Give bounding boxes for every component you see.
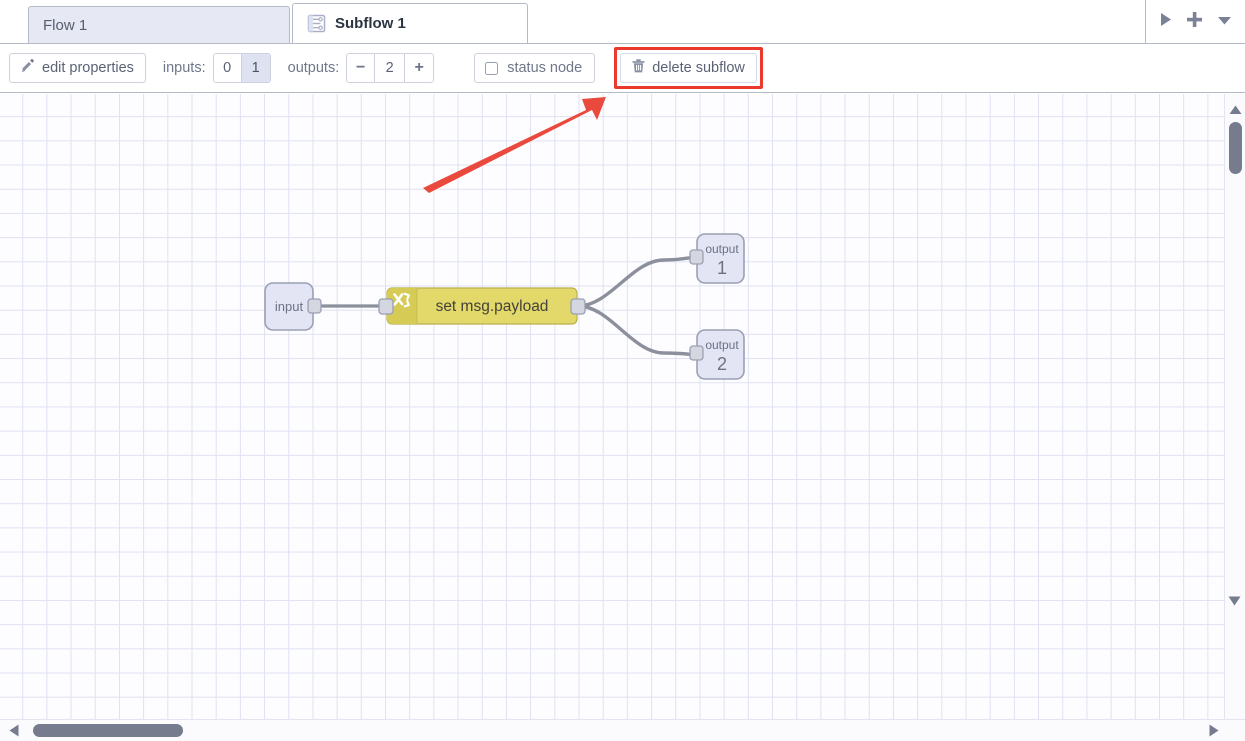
node-change-label: set msg.payload bbox=[436, 298, 549, 315]
tab-bar-filler bbox=[530, 3, 1143, 43]
triangle-down-icon[interactable] bbox=[1228, 593, 1241, 611]
trash-icon bbox=[632, 59, 645, 77]
node-change[interactable]: set msg.payload bbox=[378, 287, 586, 325]
inputs-option-0[interactable]: 0 bbox=[213, 54, 242, 82]
port-output-input-node[interactable] bbox=[307, 298, 322, 314]
link-change-to-output1[interactable] bbox=[576, 255, 699, 308]
swap-arrows-icon bbox=[393, 292, 410, 308]
add-tab-icon[interactable] bbox=[1186, 11, 1203, 33]
delete-subflow-button[interactable]: delete subflow bbox=[620, 53, 757, 83]
subflow-icon bbox=[307, 14, 326, 33]
port-input-output2[interactable] bbox=[689, 345, 704, 361]
horizontal-scrollbar-thumb[interactable] bbox=[33, 724, 183, 737]
chevron-down-icon[interactable] bbox=[1217, 13, 1232, 31]
port-input-change-node[interactable] bbox=[378, 298, 394, 315]
port-output-change-node[interactable] bbox=[570, 298, 586, 315]
tabs-area: Flow 1 Subflow 1 bbox=[0, 0, 1145, 43]
outputs-stepper[interactable]: − 2 + bbox=[346, 53, 435, 83]
tab-bar: Flow 1 Subflow 1 bbox=[0, 0, 1245, 44]
subflow-toolbar: edit properties inputs: 0 1 outputs: − 2… bbox=[0, 44, 1245, 93]
link-change-to-output2[interactable] bbox=[576, 304, 699, 357]
status-node-label: status node bbox=[507, 60, 583, 76]
outputs-label: outputs: bbox=[287, 60, 340, 76]
inputs-option-1[interactable]: 1 bbox=[241, 54, 270, 82]
pencil-icon bbox=[21, 58, 35, 77]
tab-flow-1[interactable]: Flow 1 bbox=[28, 6, 290, 43]
tab-bar-tools bbox=[1145, 0, 1245, 43]
node-subflow-output-2[interactable]: output 2 bbox=[689, 329, 745, 380]
node-subflow-output-1[interactable]: output 1 bbox=[689, 233, 745, 284]
tab-flow-1-label: Flow 1 bbox=[43, 16, 88, 34]
port-input-output1[interactable] bbox=[689, 249, 704, 265]
node-subflow-input[interactable]: input bbox=[264, 282, 322, 331]
node-links bbox=[311, 255, 699, 357]
outputs-increment-button[interactable]: + bbox=[405, 54, 434, 82]
minus-icon: − bbox=[356, 59, 366, 76]
canvas-svg: input set msg.payload outp bbox=[264, 97, 745, 380]
status-node-checkbox[interactable] bbox=[485, 61, 499, 75]
annotation-arrow-icon bbox=[423, 97, 606, 193]
vertical-scrollbar-thumb[interactable] bbox=[1229, 122, 1242, 174]
inputs-label: inputs: bbox=[162, 60, 206, 76]
edit-properties-button[interactable]: edit properties bbox=[9, 53, 146, 83]
vertical-scrollbar[interactable] bbox=[1224, 94, 1245, 719]
outputs-value: 2 bbox=[375, 54, 406, 82]
node-output-2-number: 2 bbox=[717, 354, 727, 374]
flow-canvas[interactable]: input set msg.payload outp bbox=[0, 94, 1224, 719]
triangle-up-icon[interactable] bbox=[1229, 102, 1242, 120]
plus-icon: + bbox=[414, 59, 424, 76]
triangle-right-icon[interactable] bbox=[1209, 724, 1219, 741]
tab-subflow-1-label: Subflow 1 bbox=[335, 15, 406, 32]
triangle-left-icon[interactable] bbox=[9, 724, 19, 741]
tab-subflow-1[interactable]: Subflow 1 bbox=[292, 3, 528, 43]
horizontal-scrollbar[interactable] bbox=[0, 719, 1245, 741]
outputs-decrement-button[interactable]: − bbox=[347, 54, 376, 82]
node-output-1-number: 1 bbox=[717, 258, 727, 278]
edit-properties-label: edit properties bbox=[42, 60, 134, 76]
play-arrow-icon[interactable] bbox=[1159, 12, 1172, 32]
delete-subflow-label: delete subflow bbox=[652, 60, 745, 76]
node-output-1-label: output bbox=[705, 242, 739, 256]
status-node-toggle[interactable]: status node bbox=[474, 53, 596, 83]
node-output-2-label: output bbox=[705, 338, 739, 352]
delete-subflow-highlight: delete subflow bbox=[614, 47, 763, 89]
node-input-label: input bbox=[275, 299, 304, 314]
inputs-stepper[interactable]: 0 1 bbox=[212, 53, 271, 83]
